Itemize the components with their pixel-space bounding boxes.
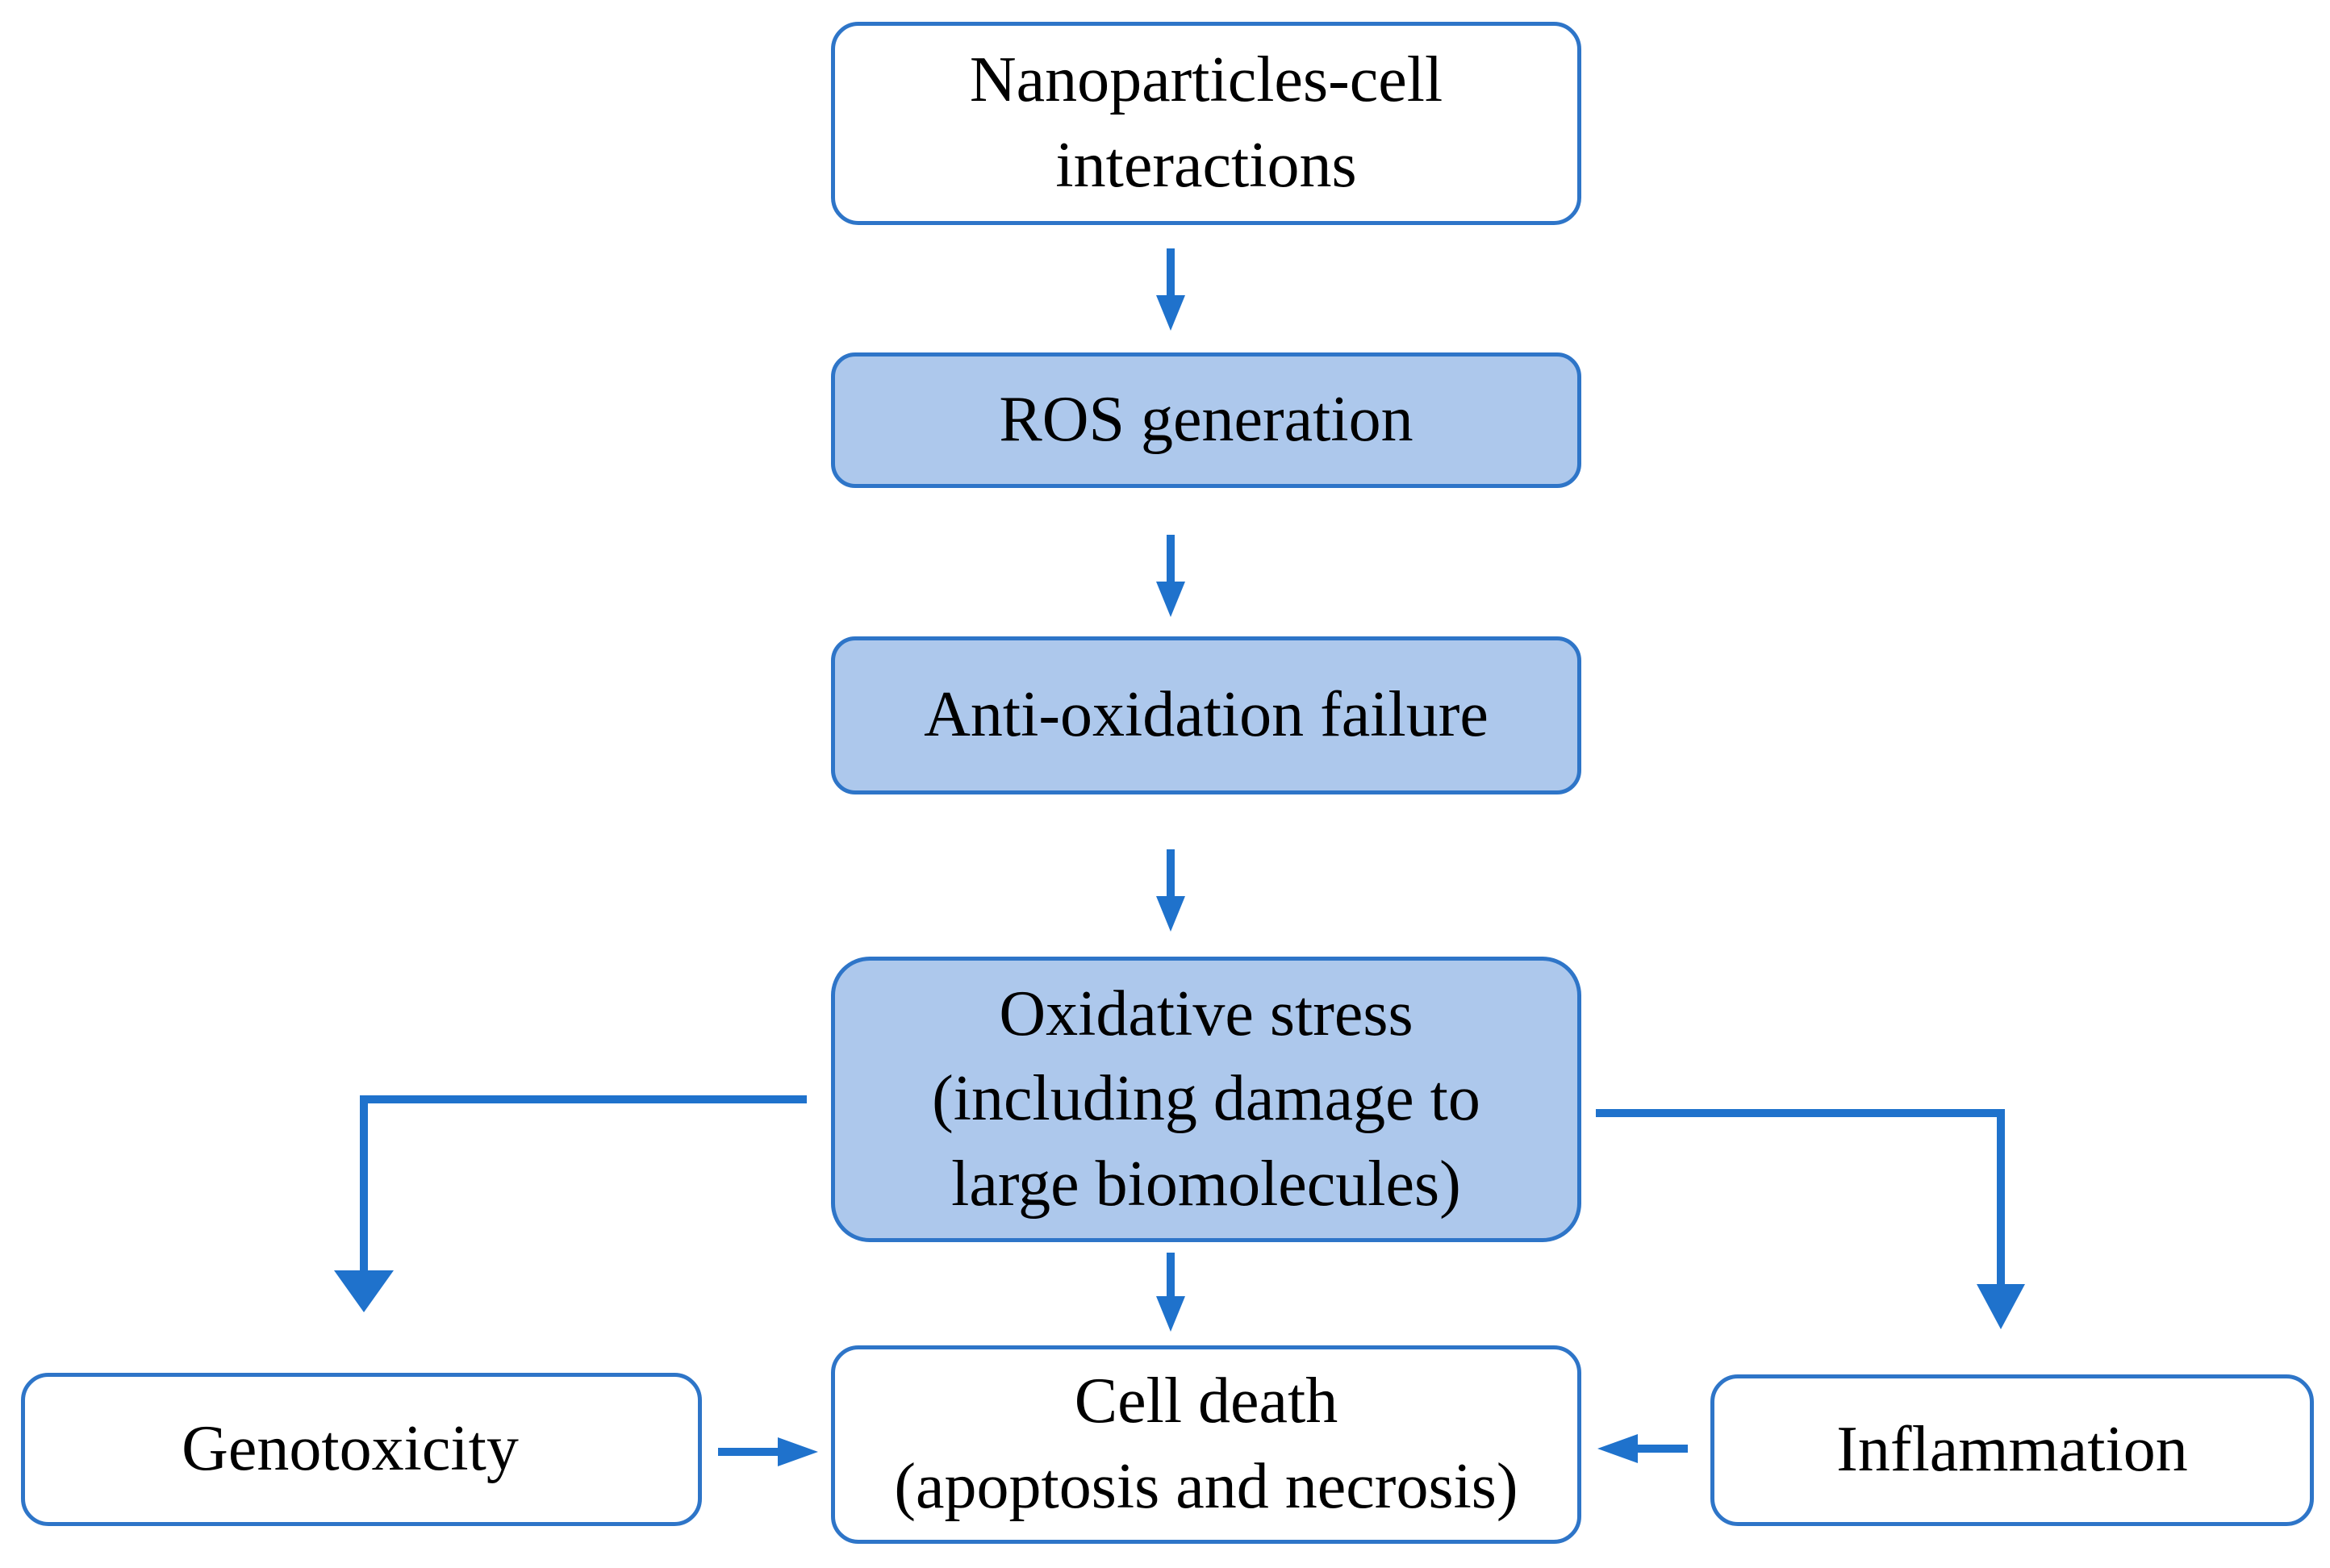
arrow-interactions-to-ros: [1156, 248, 1185, 331]
node-oxidative-stress: Oxidative stress (including damage to la…: [831, 957, 1581, 1242]
node-ros-generation: ROS generation: [831, 352, 1581, 488]
node-text-line: Nanoparticles-cell: [969, 44, 1443, 116]
node-text-line: (apoptosis and necrosis): [894, 1451, 1518, 1522]
node-text-line: (including damage to: [932, 1063, 1480, 1135]
node-text-line: ROS generation: [999, 384, 1413, 456]
node-text-line: interactions: [1055, 130, 1357, 201]
arrow-oxidative-stress-to-inflammation: [1596, 1109, 2025, 1329]
node-genotoxicity: Genotoxicity: [21, 1373, 702, 1526]
node-text-line: Anti-oxidation failure: [924, 679, 1489, 751]
node-text-line: large biomolecules): [951, 1148, 1461, 1220]
arrow-inflammation-to-cell-death: [1597, 1434, 1688, 1463]
node-text-line: Genotoxicity: [182, 1413, 519, 1485]
node-anti-oxidation-failure: Anti-oxidation failure: [831, 636, 1581, 794]
node-text-line: Inflammation: [1836, 1414, 2188, 1486]
node-text-line: Oxidative stress: [999, 978, 1413, 1049]
node-inflammation: Inflammation: [1710, 1374, 2314, 1526]
arrow-oxidative-stress-to-genotoxicity: [334, 1095, 807, 1312]
node-nanoparticles-cell-interactions: Nanoparticles-cell interactions: [831, 22, 1581, 225]
node-cell-death: Cell death (apoptosis and necrosis): [831, 1345, 1581, 1544]
arrow-antioxidation-to-oxidative-stress: [1156, 849, 1185, 932]
arrow-genotoxicity-to-cell-death: [718, 1437, 818, 1466]
arrow-oxidative-stress-to-cell-death: [1156, 1253, 1185, 1332]
arrow-ros-to-antioxidation: [1156, 535, 1185, 617]
node-text-line: Cell death: [1074, 1366, 1338, 1437]
